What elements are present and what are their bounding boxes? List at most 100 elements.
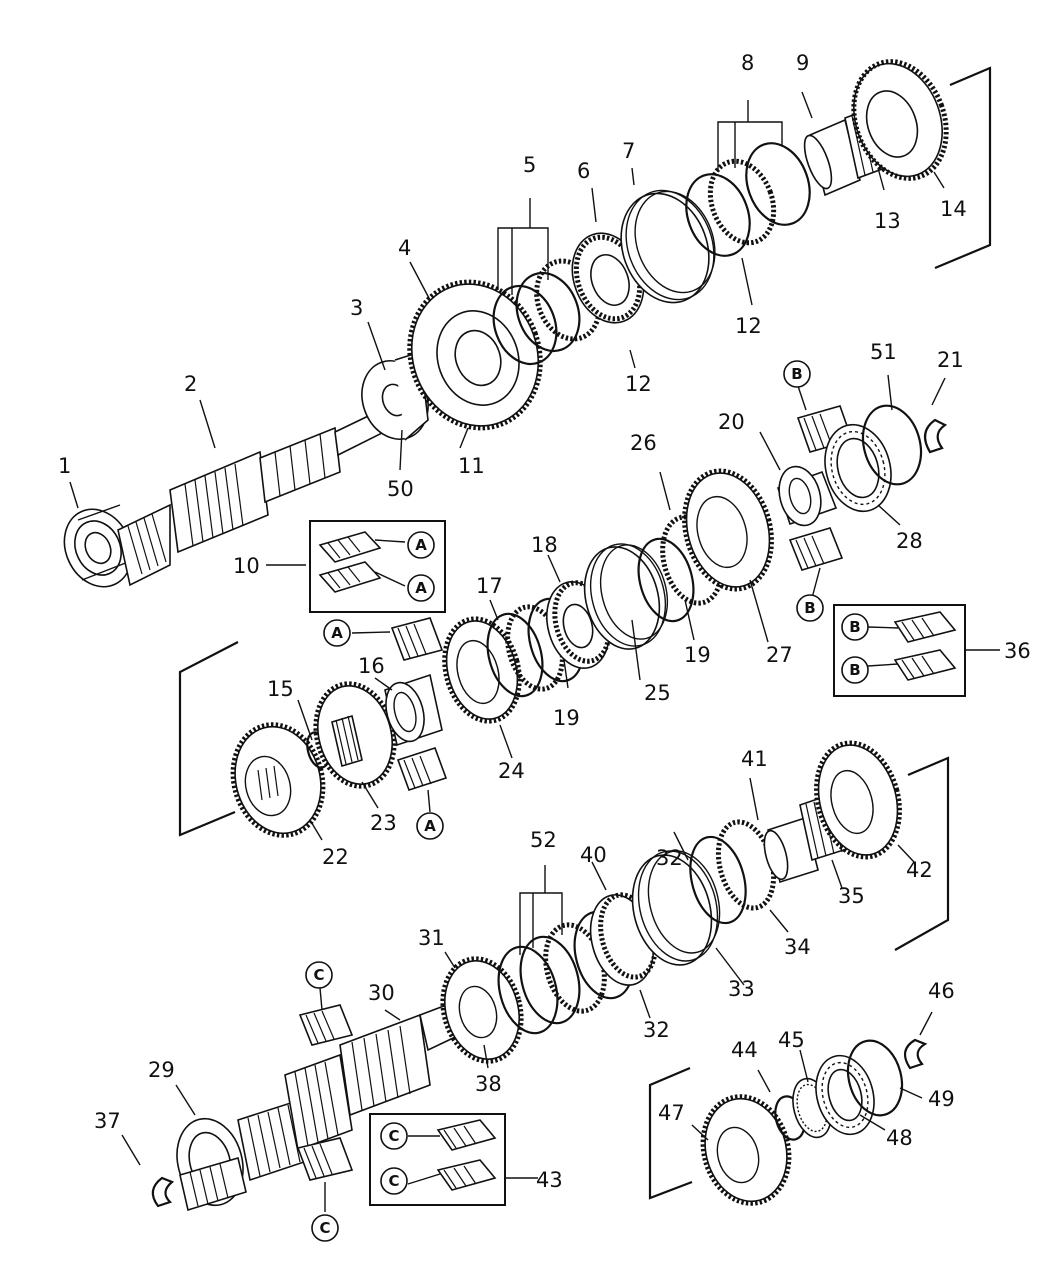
callout-42: 42 (906, 858, 933, 882)
callout-19b: 19 (684, 643, 711, 667)
tag-a-2: A (407, 574, 435, 602)
part-25-synchro-sleeve (583, 543, 669, 650)
bearing-a-upper (351, 617, 444, 661)
callout-43: 43 (536, 1168, 563, 1192)
part-1-ball-bearing (63, 504, 133, 588)
svg-text:B: B (849, 661, 860, 679)
callout-15: 15 (267, 677, 294, 701)
part-27-gear (682, 468, 774, 592)
callout-9: 9 (796, 51, 809, 75)
part-32-ring (689, 835, 747, 925)
svg-text:B: B (791, 365, 802, 383)
part-3-thrust-washer (361, 350, 429, 441)
part-28-ball-bearing (824, 423, 892, 513)
callout-3: 3 (350, 296, 363, 320)
callout-52: 52 (530, 828, 557, 852)
tag-a-4: A (416, 812, 444, 840)
callout-32a: 32 (656, 846, 683, 870)
callout-21: 21 (937, 348, 964, 372)
part-9-collar (803, 118, 861, 197)
callout-31: 31 (418, 926, 445, 950)
callout-7: 7 (622, 139, 635, 163)
callout-32b: 32 (643, 1018, 670, 1042)
lower-group-bracket-left (648, 1066, 693, 1200)
callout-44: 44 (731, 1038, 758, 1062)
bearing-tags: A A A A B B B B C C C C (305, 360, 869, 1242)
callout-40: 40 (580, 843, 607, 867)
svg-text:A: A (415, 536, 427, 554)
callout-labels: 1 2 3 4 5 6 7 8 9 10 11 12 12 13 14 15 1… (58, 51, 1031, 1192)
svg-text:C: C (388, 1127, 399, 1145)
callout-13: 13 (874, 209, 901, 233)
callout-30: 30 (368, 981, 395, 1005)
part-51-snap-ring (861, 404, 923, 486)
part-36-bearing-halves (867, 611, 957, 681)
callout-34: 34 (784, 935, 811, 959)
callout-10: 10 (233, 554, 260, 578)
callout-47: 47 (658, 1101, 685, 1125)
callout-17: 17 (476, 574, 503, 598)
callout-6: 6 (577, 159, 590, 183)
middle-group-bracket (178, 641, 239, 837)
callout-11: 11 (458, 454, 485, 478)
tag-b-3: B (841, 613, 869, 641)
middle-assembly (178, 374, 1000, 841)
part-31-gear (440, 956, 524, 1064)
callout-29: 29 (148, 1058, 175, 1082)
part-22-gear (230, 722, 326, 838)
part-41-collar (763, 816, 819, 884)
tag-b-1: B (783, 360, 811, 388)
callout-26: 26 (630, 431, 657, 455)
callout-18: 18 (531, 533, 558, 557)
tag-c-1: C (305, 961, 333, 989)
callout-50: 50 (387, 477, 414, 501)
svg-text:C: C (319, 1219, 330, 1237)
svg-text:B: B (849, 618, 860, 636)
svg-text:B: B (804, 599, 815, 617)
callout-36: 36 (1004, 639, 1031, 663)
part-43-bearing-box (369, 1113, 506, 1206)
callout-4: 4 (398, 236, 411, 260)
callout-1: 1 (58, 454, 71, 478)
part-49-snap-ring (846, 1039, 904, 1117)
lower-leader-lines (121, 777, 933, 1179)
svg-text:A: A (331, 624, 343, 642)
callout-38: 38 (475, 1072, 502, 1096)
tag-c-2: C (380, 1122, 408, 1150)
callout-2: 2 (184, 372, 197, 396)
callout-41: 41 (741, 747, 768, 771)
tag-b-2: B (796, 594, 824, 622)
callout-23: 23 (370, 811, 397, 835)
tag-a-3: A (323, 619, 351, 647)
upper-shaft-assembly (63, 59, 992, 588)
part-42-gear (814, 740, 902, 860)
part-23-gear (313, 681, 397, 789)
tag-c-3: C (380, 1167, 408, 1195)
callout-33: 33 (728, 977, 755, 1001)
callout-5: 5 (523, 153, 536, 177)
part-10-bearing-halves (318, 531, 406, 593)
callout-19a: 19 (553, 706, 580, 730)
callout-14: 14 (940, 197, 967, 221)
part-46-clip (903, 1038, 928, 1070)
lower-group-bracket-right (894, 756, 950, 951)
part-8-synchro-ring-set (685, 142, 811, 257)
part-10-bearing-box (309, 520, 446, 613)
tag-a-1: A (407, 531, 435, 559)
callout-48: 48 (886, 1126, 913, 1150)
svg-text:A: A (424, 817, 436, 835)
bearing-a-lower (396, 747, 448, 813)
callout-8: 8 (741, 51, 754, 75)
callout-20: 20 (718, 410, 745, 434)
part-20-collar (776, 465, 838, 527)
callout-45: 45 (778, 1028, 805, 1052)
bearing-c-upper (298, 987, 354, 1046)
callout-12a: 12 (625, 372, 652, 396)
callout-46: 46 (928, 979, 955, 1003)
callout-51: 51 (870, 340, 897, 364)
callout-35: 35 (838, 884, 865, 908)
svg-text:C: C (313, 966, 324, 984)
callout-24: 24 (498, 759, 525, 783)
